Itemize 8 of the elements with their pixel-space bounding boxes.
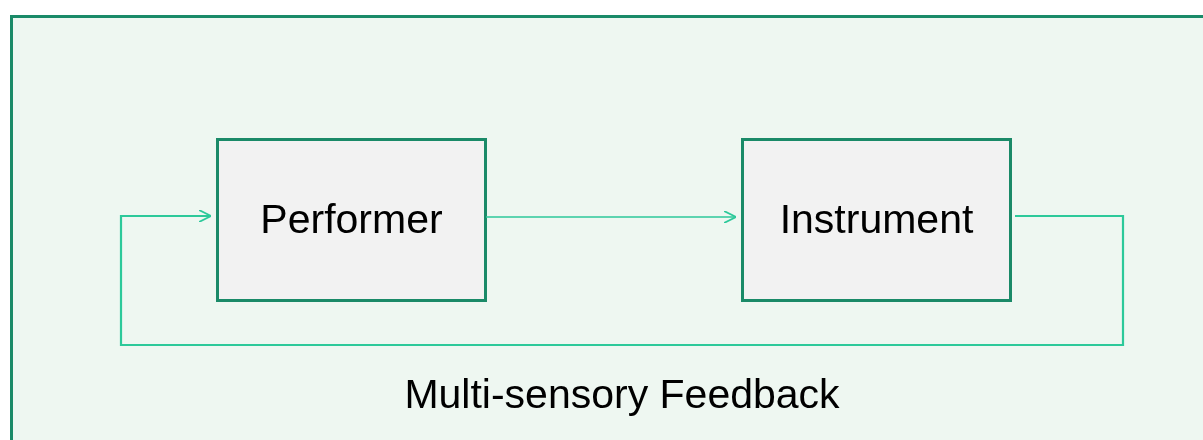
node-label: Instrument: [779, 195, 974, 245]
process-box: [216, 138, 487, 302]
process-box: [741, 138, 1012, 302]
arrow: [119, 209, 1125, 347]
arrow: [485, 210, 737, 224]
panel-background: [10, 15, 1203, 440]
node-label: Performer: [260, 195, 443, 245]
edge-label: Multi-sensory Feedback: [404, 370, 840, 420]
